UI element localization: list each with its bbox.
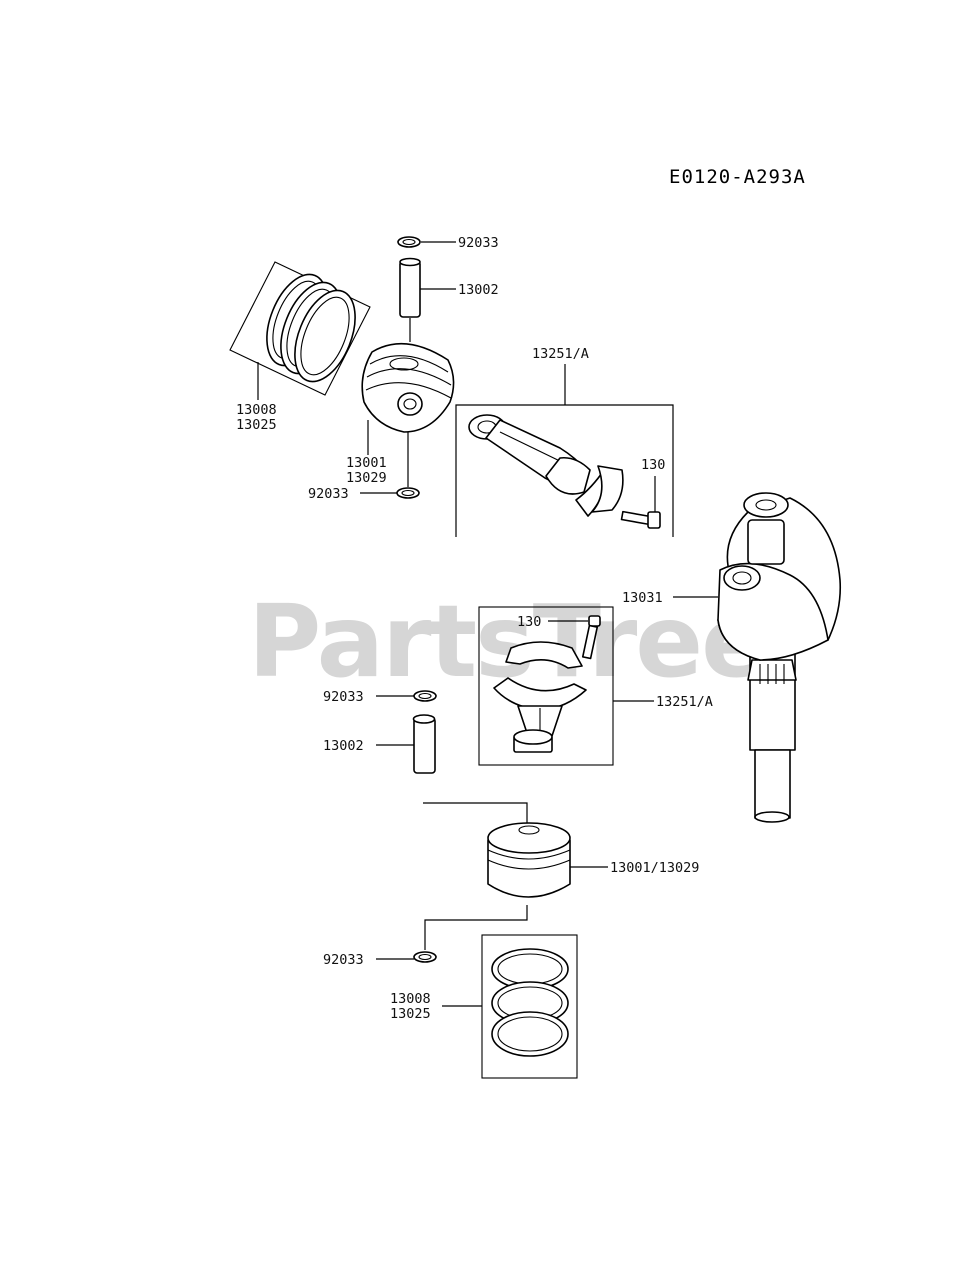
label-top-rod-assy[interactable]: 13251/A [532, 346, 589, 362]
label-bottom-piston[interactable]: 13001/13029 [610, 860, 699, 876]
label-bottom-circlip[interactable]: 92033 [323, 689, 364, 705]
label-bottom-rod-bolt[interactable]: 130 [517, 614, 541, 630]
piston-rings-bottom-part[interactable] [491, 948, 569, 1057]
circlip-top-lower-part[interactable] [396, 487, 420, 499]
label-bottom-rod-assy[interactable]: 13251/A [656, 694, 713, 710]
rod-bolt-top-part[interactable] [620, 510, 661, 529]
piston-top-part[interactable] [361, 342, 455, 433]
label-bottom-circlip-lower[interactable]: 92033 [323, 952, 364, 968]
label-top-rings-b[interactable]: 13025 [236, 417, 277, 433]
label-top-circlip[interactable]: 92033 [458, 235, 499, 251]
label-top-piston-b[interactable]: 13029 [346, 470, 387, 486]
label-top-circlip-lower[interactable]: 92033 [308, 486, 349, 502]
rod-assy-bottom-box [478, 606, 614, 766]
connecting-rod-top-part[interactable] [468, 414, 624, 517]
connecting-rod-bottom-part[interactable] [493, 641, 587, 753]
label-crankshaft[interactable]: 13031 [622, 590, 663, 606]
label-top-pin[interactable]: 13002 [458, 282, 499, 298]
circlip-bottom-part[interactable] [413, 690, 437, 702]
piston-pin-top-part[interactable] [399, 257, 421, 318]
label-top-rod-bolt[interactable]: 130 [641, 457, 665, 473]
crankshaft-part[interactable] [717, 492, 842, 823]
label-bottom-rings-a[interactable]: 13008 [390, 991, 431, 1007]
diagram-code: E0120-A293A [669, 166, 806, 188]
label-bottom-pin[interactable]: 13002 [323, 738, 364, 754]
label-top-piston-a[interactable]: 13001 [346, 455, 387, 471]
label-bottom-rings-b[interactable]: 13025 [390, 1006, 431, 1022]
piston-rings-top-part[interactable] [229, 261, 371, 396]
circlip-bottom-lower-part[interactable] [413, 951, 437, 963]
piston-bottom-part[interactable] [487, 822, 571, 898]
piston-pin-bottom-part[interactable] [412, 714, 436, 774]
label-top-rings-a[interactable]: 13008 [236, 402, 277, 418]
rod-bolt-bottom-part[interactable] [581, 615, 601, 660]
circlip-top-part[interactable] [397, 236, 421, 248]
